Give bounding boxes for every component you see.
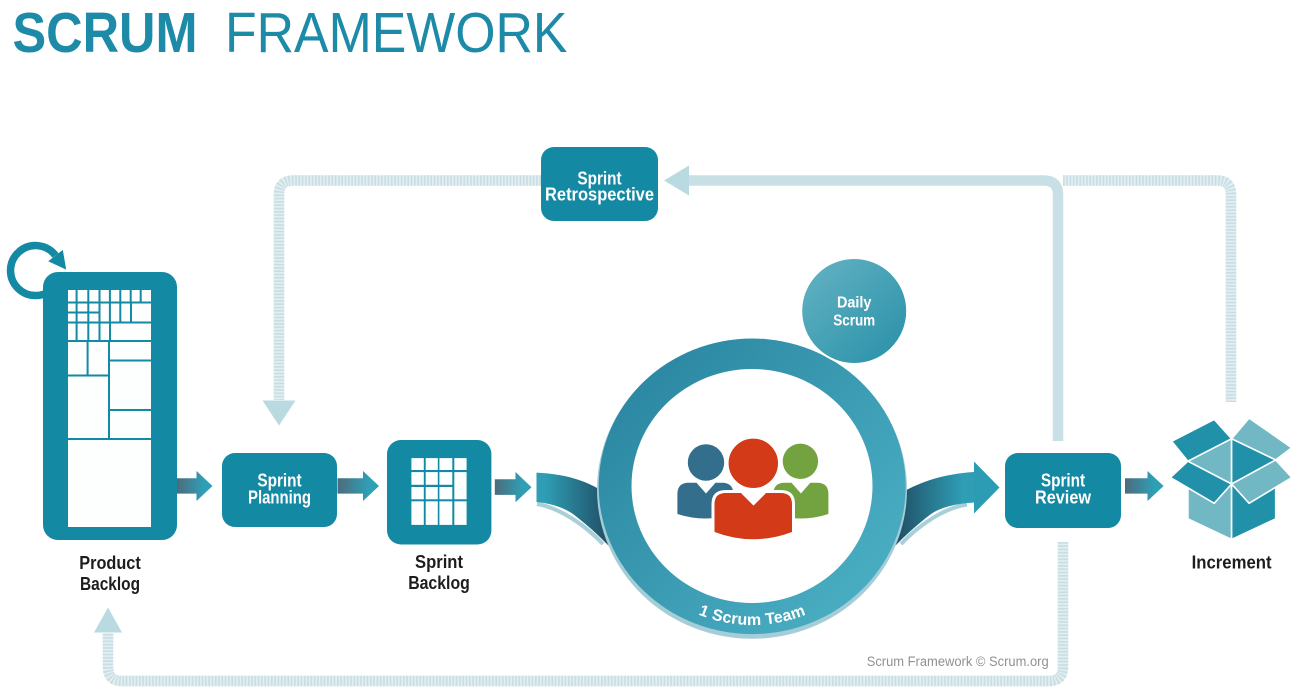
svg-text:Scrum: Scrum: [833, 313, 875, 330]
svg-text:Daily: Daily: [837, 295, 872, 312]
svg-text:Sprint: Sprint: [257, 471, 301, 491]
svg-text:SCRUM: SCRUM: [13, 1, 198, 65]
svg-text:Backlog: Backlog: [80, 573, 140, 594]
svg-text:Sprint: Sprint: [577, 169, 621, 189]
svg-text:Retrospective: Retrospective: [545, 185, 654, 205]
svg-text:FRAMEWORK: FRAMEWORK: [225, 1, 568, 65]
svg-text:Sprint: Sprint: [1041, 471, 1085, 491]
svg-text:Review: Review: [1035, 488, 1092, 508]
svg-text:Sprint: Sprint: [415, 551, 463, 572]
svg-text:Increment: Increment: [1192, 552, 1272, 573]
svg-text:Scrum Framework © Scrum.org: Scrum Framework © Scrum.org: [867, 654, 1049, 669]
svg-text:Product: Product: [79, 552, 141, 573]
svg-text:Planning: Planning: [248, 488, 311, 508]
svg-text:Backlog: Backlog: [408, 572, 470, 593]
